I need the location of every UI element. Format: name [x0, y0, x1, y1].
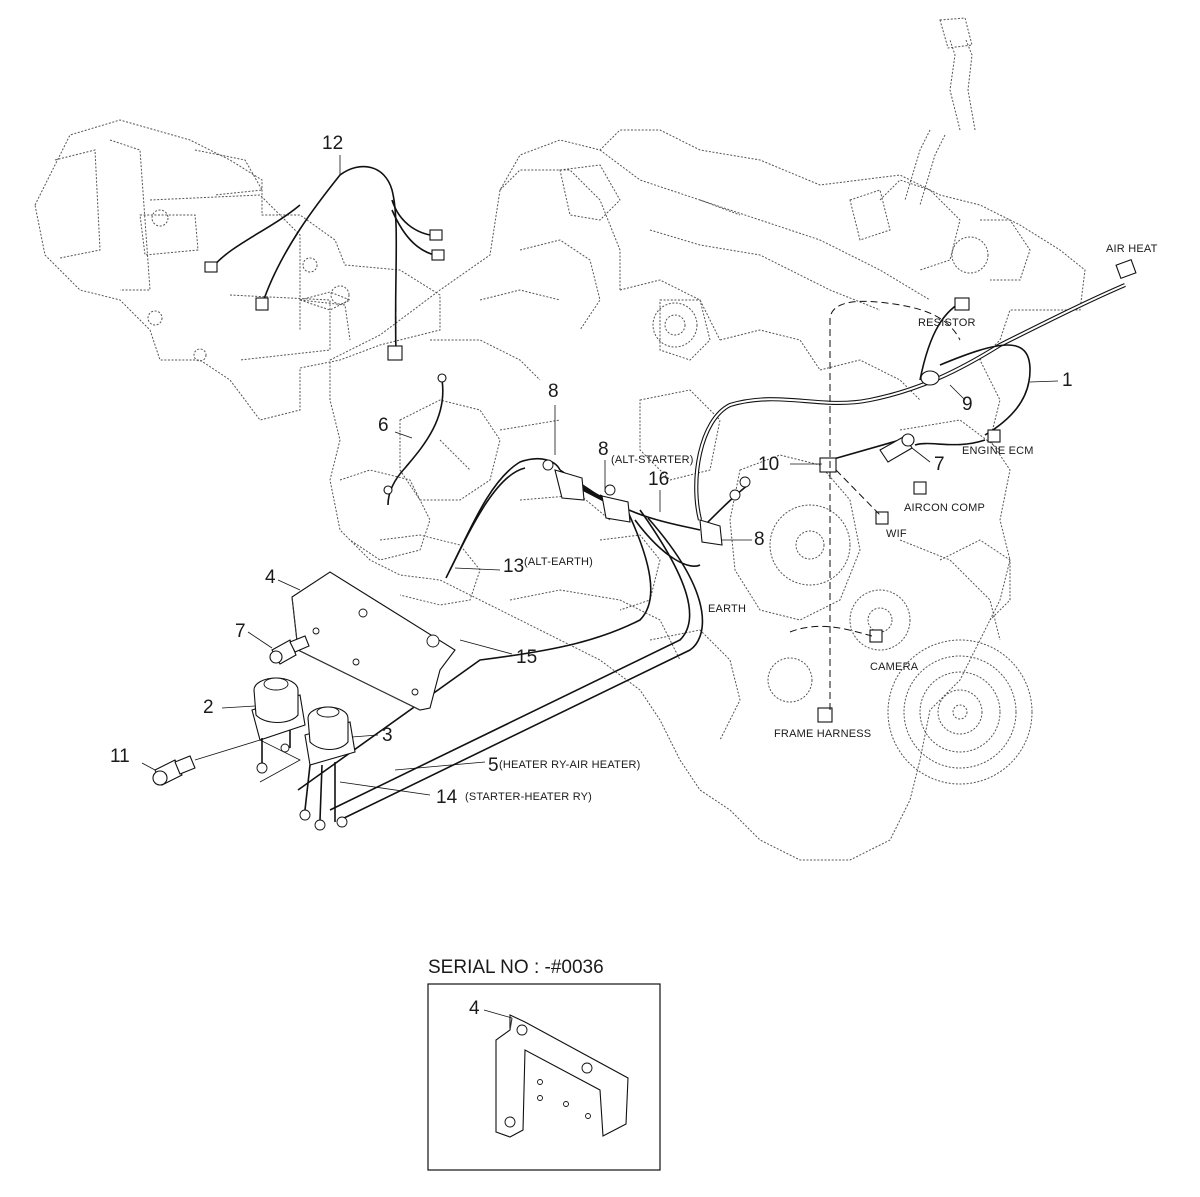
callout-1: 1 — [1062, 370, 1073, 391]
tag-alt-earth: (ALT-EARTH) — [524, 556, 594, 568]
tag-heater-ry-air-heater: (HEATER RY-AIR HEATER) — [499, 759, 641, 771]
tag-starter-heater-ry: (STARTER-HEATER RY) — [465, 791, 593, 803]
tag-aircon-comp: AIRCON COMP — [904, 502, 986, 514]
callout-7-right: 7 — [934, 454, 945, 475]
tag-air-heat: AIR HEAT — [1106, 243, 1158, 255]
leader-lines — [141, 155, 1059, 796]
engine-block — [329, 17, 1086, 861]
callout-2: 2 — [203, 697, 214, 718]
serial-inset — [427, 983, 661, 1171]
tag-resistor: RESISTOR — [918, 317, 976, 329]
bolt-7b — [879, 433, 915, 463]
callout-12: 12 — [322, 133, 344, 154]
callout-6: 6 — [378, 415, 389, 436]
relay-2 — [251, 677, 306, 774]
callout-15: 15 — [516, 647, 538, 668]
inset-title: SERIAL NO : -#0036 — [428, 957, 604, 978]
callout-16: 16 — [648, 469, 670, 490]
callout-5: 5 — [488, 755, 499, 776]
callout-14: 14 — [436, 787, 458, 808]
callout-7-left: 7 — [235, 621, 246, 642]
alternator-cables — [297, 458, 751, 821]
callout-3: 3 — [382, 725, 393, 746]
callout-8-right: 8 — [754, 529, 765, 550]
tag-wif: WIF — [886, 528, 907, 540]
callout-4: 4 — [265, 567, 276, 588]
callout-8-mid: 8 — [598, 439, 609, 460]
callout-10: 10 — [758, 454, 780, 475]
bracket-4 — [291, 571, 456, 711]
tag-earth: EARTH — [708, 603, 747, 615]
tag-camera: CAMERA — [870, 661, 919, 673]
callout-9: 9 — [962, 394, 973, 415]
earth-cable-6 — [383, 373, 447, 506]
hydraulic-pump — [34, 119, 441, 421]
tag-alt-starter: (ALT-STARTER) — [611, 454, 694, 466]
callout-13: 13 — [503, 556, 525, 577]
bolt-11 — [152, 739, 301, 786]
pump-harness — [204, 165, 445, 361]
callout-11: 11 — [110, 746, 130, 767]
callout-4-inset: 4 — [469, 998, 480, 1019]
callout-8-left: 8 — [548, 381, 559, 402]
relay-3 — [299, 706, 356, 831]
main-harness — [694, 258, 1137, 723]
tag-engine-ecm: ENGINE ECM — [962, 445, 1034, 457]
tag-frame-harness: FRAME HARNESS — [774, 728, 872, 740]
bolt-7 — [269, 635, 310, 665]
